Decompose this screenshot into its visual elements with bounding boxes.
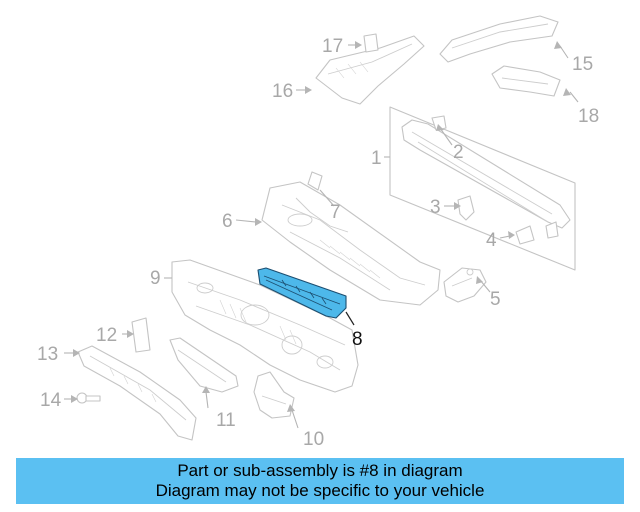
part-18-bracket bbox=[491, 65, 561, 97]
callout-2: 2 bbox=[453, 142, 464, 163]
info-banner: Part or sub-assembly is #8 in diagram Di… bbox=[16, 458, 624, 504]
part-8-reinforcement-highlighted bbox=[257, 267, 347, 319]
banner-line-disclaimer: Diagram may not be specific to your vehi… bbox=[155, 481, 485, 500]
part-17-clip bbox=[363, 33, 379, 53]
callout-13: 13 bbox=[37, 344, 58, 365]
parts-diagram: 1 2 3 4 5 6 7 8 9 10 11 12 13 14 15 16 1… bbox=[37, 15, 599, 450]
part-10-lower-bracket bbox=[253, 371, 295, 419]
part-1-cowl-assembly bbox=[389, 106, 576, 271]
callout-labels: 1 2 3 4 5 6 7 8 9 10 11 12 13 14 15 16 1… bbox=[37, 36, 599, 450]
part-11-side-reinforcement bbox=[169, 337, 239, 393]
callout-15: 15 bbox=[572, 54, 593, 75]
part-16-cowl-top bbox=[315, 35, 425, 105]
part-12-plate bbox=[131, 317, 151, 353]
callout-16: 16 bbox=[272, 81, 293, 102]
callout-18: 18 bbox=[578, 106, 599, 127]
part-6-dash-upper bbox=[261, 181, 441, 306]
callout-9: 9 bbox=[150, 268, 161, 289]
callout-8-highlighted: 8 bbox=[352, 329, 363, 350]
callout-7: 7 bbox=[330, 202, 341, 223]
part-7-bracket bbox=[307, 171, 323, 191]
callout-4: 4 bbox=[486, 230, 497, 251]
part-15-cowl-top-right bbox=[439, 15, 559, 63]
leader-lines bbox=[64, 41, 579, 429]
part-14-bolt bbox=[76, 392, 101, 404]
callout-11: 11 bbox=[216, 410, 236, 431]
banner-line-part: Part or sub-assembly is #8 in diagram bbox=[177, 461, 463, 480]
part-9-dash-panel bbox=[171, 259, 359, 393]
callout-3: 3 bbox=[430, 197, 441, 218]
callout-17: 17 bbox=[322, 36, 343, 57]
callout-10: 10 bbox=[303, 429, 324, 450]
part-13-lower-rail bbox=[77, 345, 197, 441]
callout-1: 1 bbox=[371, 148, 382, 169]
callout-14: 14 bbox=[40, 390, 62, 411]
callout-12: 12 bbox=[96, 325, 117, 346]
callout-6: 6 bbox=[222, 211, 233, 232]
callout-5: 5 bbox=[490, 289, 501, 310]
part-5-side-bracket bbox=[443, 267, 487, 303]
